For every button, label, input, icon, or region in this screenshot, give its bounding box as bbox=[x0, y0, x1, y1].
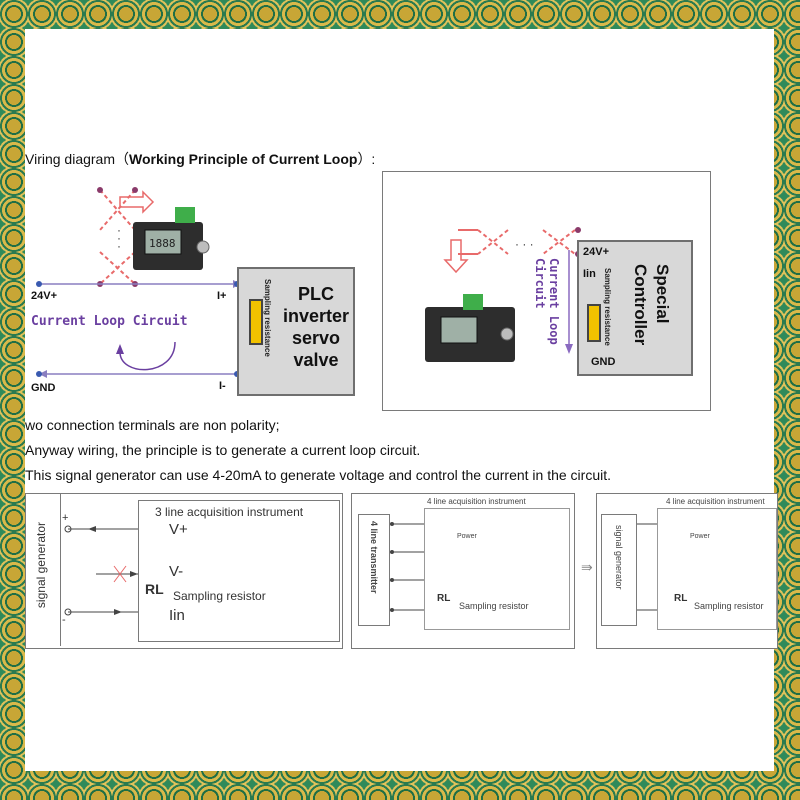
bottom-right-diagram: signal generator 4 line acquisition inst… bbox=[596, 493, 778, 649]
vminus-label: V- bbox=[169, 563, 184, 580]
svg-text:1888: 1888 bbox=[149, 237, 176, 250]
sampling-resistor-label: Sampling resistor bbox=[694, 601, 764, 611]
gnd-label: GND bbox=[591, 356, 616, 368]
instrument-title: 4 line acquisition instrument bbox=[427, 497, 526, 506]
svg-text:·: · bbox=[117, 231, 121, 245]
diagram-heading: Viring diagram（Working Principle of Curr… bbox=[25, 151, 376, 167]
instrument-title: 4 line acquisition instrument bbox=[666, 497, 765, 506]
rl-label: RL bbox=[674, 593, 688, 604]
vplus-label: V+ bbox=[169, 521, 188, 538]
product-image-sheet: Viring diagram（Working Principle of Curr… bbox=[25, 29, 778, 771]
svg-text:·: · bbox=[117, 239, 121, 253]
sampling-resistance-label: Sampling resistance bbox=[263, 279, 272, 357]
plc-target-text: PLC inverter servo valve bbox=[282, 284, 350, 370]
sampling-resistance-label: Sampling resistance bbox=[603, 268, 612, 346]
resistor-icon bbox=[587, 304, 601, 342]
resistor-icon bbox=[249, 299, 263, 345]
transmitter-label: 4 line transmitter bbox=[369, 521, 379, 594]
plus-label: 24V+ bbox=[31, 290, 57, 302]
left-wiring-lines: ··· 1888 bbox=[36, 187, 241, 378]
current-loop-label: Current Loop Circuit bbox=[533, 258, 561, 345]
special-controller-box: 24V+ Iin GND Sampling resistance Special… bbox=[577, 240, 693, 376]
signal-generator-block: signal generator bbox=[601, 514, 637, 626]
special-controller-label: Special Controller bbox=[631, 264, 672, 346]
signal-generator-block: signal generator bbox=[26, 494, 61, 646]
transmitter-block: 4 line transmitter bbox=[358, 514, 390, 626]
minus-terminal: - bbox=[62, 614, 66, 626]
signal-generator-label: signal generator bbox=[34, 522, 48, 609]
sampling-resistor-label: Sampling resistor bbox=[459, 601, 529, 611]
plc-target-box: Sampling resistance PLC inverter servo v… bbox=[237, 267, 355, 396]
instrument-title: 3 line acquisition instrument bbox=[155, 505, 304, 519]
gnd-label: GND bbox=[31, 382, 56, 394]
note-line-2: Anyway wiring, the principle is to gener… bbox=[25, 442, 421, 458]
rl-label: RL bbox=[437, 593, 451, 604]
i-minus-label: I- bbox=[219, 380, 226, 392]
svg-text:· · ·: · · · bbox=[515, 237, 534, 251]
conversion-arrow-icon: ⇛ bbox=[581, 559, 593, 575]
plus-label: 24V+ bbox=[583, 246, 609, 258]
current-loop-label: Current Loop Circuit bbox=[31, 314, 188, 329]
plus-terminal: + bbox=[62, 512, 69, 524]
bottom-middle-diagram: 4 line transmitter 4 line acquisition in… bbox=[351, 493, 575, 649]
right-wiring-lines: · · · bbox=[425, 227, 596, 368]
sampling-resistor-label: Sampling resistor bbox=[173, 589, 266, 603]
note-line-1: wo connection terminals are non polarity… bbox=[25, 417, 280, 433]
iin-label: Iin bbox=[583, 268, 596, 280]
power-label: Power bbox=[457, 533, 477, 540]
three-line-instrument-box: 3 line acquisition instrument V+ V- RL S… bbox=[138, 500, 340, 642]
svg-text:·: · bbox=[117, 223, 121, 237]
power-label: Power bbox=[690, 533, 710, 540]
i-plus-label: I+ bbox=[217, 290, 227, 302]
rl-label: RL bbox=[145, 581, 164, 597]
iin-label: Iin bbox=[169, 607, 185, 624]
note-line-3: This signal generator can use 4-20mA to … bbox=[25, 467, 612, 483]
signal-generator-label: signal generator bbox=[614, 525, 624, 590]
bottom-left-diagram: signal generator + - 3 line acquisition … bbox=[25, 493, 343, 649]
four-line-instrument-box: 4 line acquisition instrument Power RL S… bbox=[424, 497, 570, 630]
four-line-instrument-box: 4 line acquisition instrument Power RL S… bbox=[657, 497, 777, 630]
right-wiring-diagram: · · · 24V+ Iin GND Sampling resistance S… bbox=[382, 171, 711, 411]
left-wiring-diagram: ··· 1888 24V+ GND Current Loop Circui bbox=[25, 172, 365, 412]
